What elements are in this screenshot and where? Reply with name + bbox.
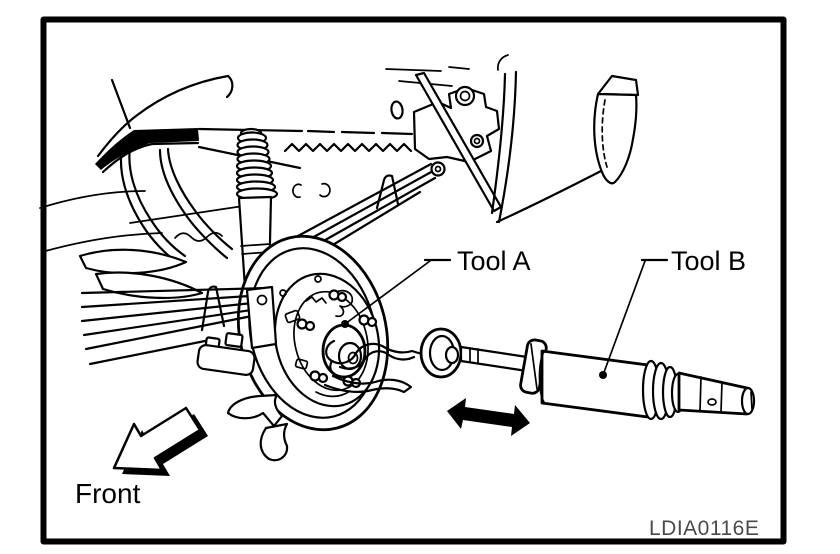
fender-edge-outer	[497, 70, 518, 224]
left-line-2	[41, 232, 163, 253]
handle	[677, 371, 749, 416]
frame-hole	[390, 100, 404, 120]
holddown-slot-1	[284, 309, 301, 324]
handle-hole	[707, 398, 717, 406]
tool-b-label: Tool B	[671, 246, 746, 276]
fender-edge-inner	[490, 72, 507, 215]
plate-lower-arc	[315, 390, 351, 398]
break-loop-1	[292, 183, 302, 199]
break-loop-2	[319, 182, 331, 198]
mudflap-cap	[596, 74, 640, 97]
rail-dash-1	[306, 129, 336, 134]
figure-border	[40, 16, 787, 545]
rivet-hole-1	[279, 289, 287, 297]
tool-a-label: Tool A	[457, 246, 531, 276]
top-dash-2	[448, 66, 470, 70]
bracket-bolt-inner	[473, 137, 481, 145]
hammer-cylinder	[540, 349, 650, 419]
strap-b-line-1	[158, 148, 229, 260]
spring-seat-plate	[196, 344, 256, 376]
blade-1	[78, 248, 188, 275]
axle-stub-center	[347, 351, 359, 365]
front-label: Front	[75, 478, 141, 509]
spring-eye-inner	[434, 165, 442, 173]
rivet-hole-2	[314, 275, 322, 283]
rail-dash-2	[340, 130, 376, 135]
fender-top-hook	[497, 54, 509, 71]
body-top-hook	[225, 74, 234, 99]
plate-flap	[226, 393, 284, 428]
holddown-slot-2	[294, 358, 309, 370]
mudflap-body	[593, 92, 638, 185]
slide-knob-hub	[444, 345, 460, 365]
rail-dash-3	[380, 131, 414, 136]
lower-arm-boot	[259, 422, 289, 462]
bracket-bolt	[469, 133, 485, 149]
front-arrow-body	[112, 406, 202, 472]
adjuster-squiggle	[305, 296, 327, 304]
shock-boot	[235, 127, 279, 201]
front-leaf-clamp	[375, 174, 400, 210]
upper-mount-nut-inner	[459, 90, 471, 102]
spring-seat-tab-2	[224, 332, 244, 348]
shaft	[459, 345, 529, 373]
slide-motion-arrow-icon	[447, 398, 530, 436]
front-leaf-1	[296, 162, 433, 238]
strap-b-line-2	[166, 147, 234, 251]
spring-eye	[430, 161, 446, 177]
strap-a-line-1	[119, 146, 180, 265]
leaf-spring-rear	[80, 285, 289, 462]
figure-code: LDIA0116E	[649, 517, 759, 540]
slide-hammer-tool-b	[419, 327, 756, 421]
shock-tube-band-1	[240, 243, 271, 247]
frame-tick	[110, 78, 132, 130]
puller-claw-tool-a	[323, 339, 427, 394]
fender-bottom-sweep	[495, 169, 603, 224]
front-leaf-2	[299, 169, 435, 246]
sawtooth-edge	[283, 142, 413, 153]
blade-2	[94, 271, 204, 299]
leaf-clamp	[200, 285, 226, 332]
shock-lower-bracket	[245, 285, 278, 350]
vehicle-body-frame	[39, 54, 640, 265]
strap-a-line-2	[128, 145, 187, 258]
front-direction-arrow-icon	[112, 406, 208, 476]
upper-mount-nut	[454, 85, 476, 107]
top-dash-1	[385, 68, 442, 72]
body-top-curve	[96, 74, 230, 158]
anchor-curl	[335, 289, 354, 318]
leader-tool-a	[341, 258, 452, 328]
leader-tool-b	[599, 258, 669, 379]
shock-lower-bolt	[256, 294, 268, 306]
sill-bar	[95, 128, 199, 170]
left-line-1	[39, 190, 146, 209]
